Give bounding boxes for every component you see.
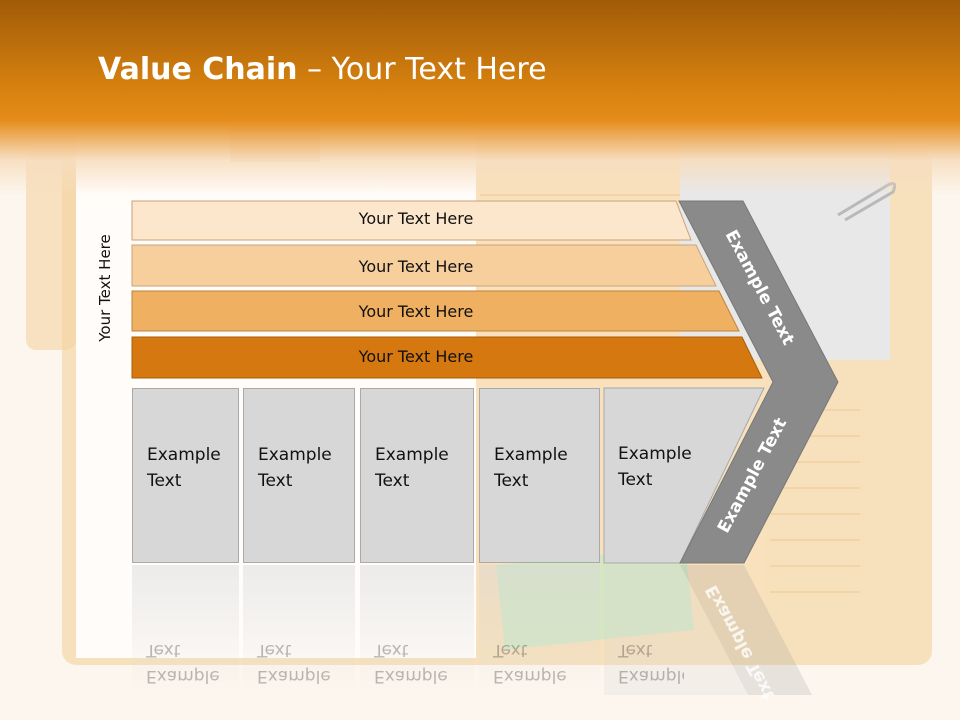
band-4-label: Your Text Here xyxy=(358,347,474,366)
box-3-reflection-line1: Example xyxy=(374,666,448,686)
box-3-reflection-line2: Text xyxy=(374,640,409,660)
box-1-line1: Example xyxy=(147,445,221,465)
box-3-line1: Example xyxy=(375,445,449,465)
box-5-reflection-shape xyxy=(604,565,748,695)
band-3: Your Text Here xyxy=(131,290,740,332)
box-3-reflection: Example Text xyxy=(360,565,474,695)
band-2: Your Text Here xyxy=(131,244,717,287)
box-5-reflection-line1: Example xyxy=(618,666,684,686)
box-1-reflection: Example Text xyxy=(132,565,239,695)
box-4-reflection-text: Example Text xyxy=(493,637,567,689)
box-5-line1: Example xyxy=(618,444,692,464)
box-5-reflection: Example Text xyxy=(604,565,684,695)
box-2-reflection-line1: Example xyxy=(257,666,331,686)
title-rest: – Your Text Here xyxy=(297,52,547,87)
band-4-shape xyxy=(131,336,763,379)
box-5-line2: Text xyxy=(618,470,653,490)
band-3-shape xyxy=(131,290,740,332)
header-bar xyxy=(0,0,960,195)
band-3-label: Your Text Here xyxy=(358,302,474,321)
box-2-line1: Example xyxy=(258,445,332,465)
chevron-reflection xyxy=(680,565,812,695)
box-2-line2: Text xyxy=(258,471,293,491)
box-5-reflection-text: Example Text xyxy=(618,637,684,689)
box-5-reflection-line2: Text xyxy=(618,640,653,660)
title-bold: Value Chain xyxy=(98,52,298,87)
band-1-label: Your Text Here xyxy=(358,209,474,228)
page-title: Value Chain – Your Text Here xyxy=(98,52,547,87)
box-1-reflection-text: Example Text xyxy=(146,637,220,689)
box-1-line2: Text xyxy=(147,471,182,491)
box-4-line2: Text xyxy=(494,471,529,491)
box-2-reflection-line2: Text xyxy=(257,640,292,660)
box-4-reflection: Example Text xyxy=(479,565,600,695)
box-2-reflection-text: Example Text xyxy=(257,637,331,689)
box-4-line1: Example xyxy=(494,445,568,465)
band-1-shape xyxy=(131,200,692,241)
box-1-reflection-line2: Text xyxy=(146,640,181,660)
band-1: Your Text Here xyxy=(131,200,692,241)
box-4-reflection-line1: Example xyxy=(493,666,567,686)
band-2-label: Your Text Here xyxy=(358,257,474,276)
chevron-shape xyxy=(678,200,839,564)
box-3-line2: Text xyxy=(375,471,410,491)
box-4-reflection-line2: Text xyxy=(493,640,528,660)
band-2-shape xyxy=(131,244,717,287)
band-4: Your Text Here xyxy=(131,336,763,379)
box-2-reflection: Example Text xyxy=(243,565,355,695)
box-1-reflection-line1: Example xyxy=(146,666,220,686)
box-3-reflection-text: Example Text xyxy=(374,637,448,689)
